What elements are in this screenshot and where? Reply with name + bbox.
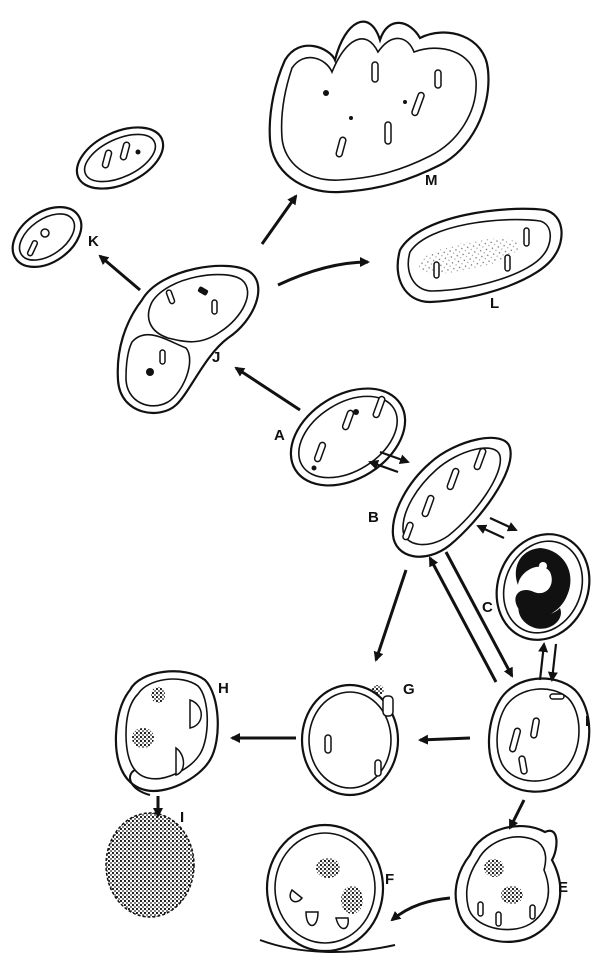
organelle-m bbox=[270, 22, 489, 192]
arrow-j-to-k bbox=[100, 256, 140, 290]
arrow-b-to-g bbox=[376, 570, 406, 660]
organelle-g bbox=[302, 685, 398, 795]
arrow-a-to-j bbox=[236, 368, 300, 410]
label-m: M bbox=[425, 172, 438, 189]
label-i: I bbox=[180, 809, 184, 826]
organelle-i bbox=[106, 813, 194, 917]
organelle-l bbox=[398, 209, 562, 302]
organelle-k-lower bbox=[2, 195, 93, 280]
label-k: K bbox=[88, 233, 99, 250]
organelle-h bbox=[116, 671, 218, 795]
organelle-b bbox=[393, 438, 511, 557]
arrow-d-to-c bbox=[540, 644, 544, 680]
label-e: E bbox=[558, 879, 568, 896]
organelle-k-upper bbox=[67, 115, 172, 201]
label-d: I bbox=[585, 713, 589, 730]
label-h: H bbox=[218, 680, 229, 697]
label-a: A bbox=[274, 427, 285, 444]
label-j: J bbox=[212, 349, 220, 366]
arrow-b-to-c bbox=[490, 518, 516, 530]
arrow-c-to-d bbox=[552, 644, 556, 680]
arrow-c-to-b bbox=[478, 526, 504, 538]
organelle-e bbox=[456, 826, 561, 942]
arrow-j-to-m bbox=[262, 196, 296, 244]
label-f: F bbox=[385, 871, 394, 888]
arrow-j-to-l bbox=[278, 262, 368, 285]
organelle-c bbox=[481, 520, 596, 654]
arrow-d-to-e bbox=[510, 800, 524, 828]
arrow-d-to-g bbox=[420, 738, 470, 740]
arrow-d-to-b bbox=[430, 558, 496, 682]
organelle-a bbox=[273, 369, 423, 506]
label-g: G bbox=[403, 681, 415, 698]
arrow-e-to-f bbox=[392, 898, 450, 920]
organelle-f bbox=[260, 825, 395, 952]
label-l: L bbox=[490, 295, 499, 312]
organelle-d bbox=[489, 679, 589, 792]
label-b: B bbox=[368, 509, 379, 526]
label-c: C bbox=[482, 599, 493, 616]
